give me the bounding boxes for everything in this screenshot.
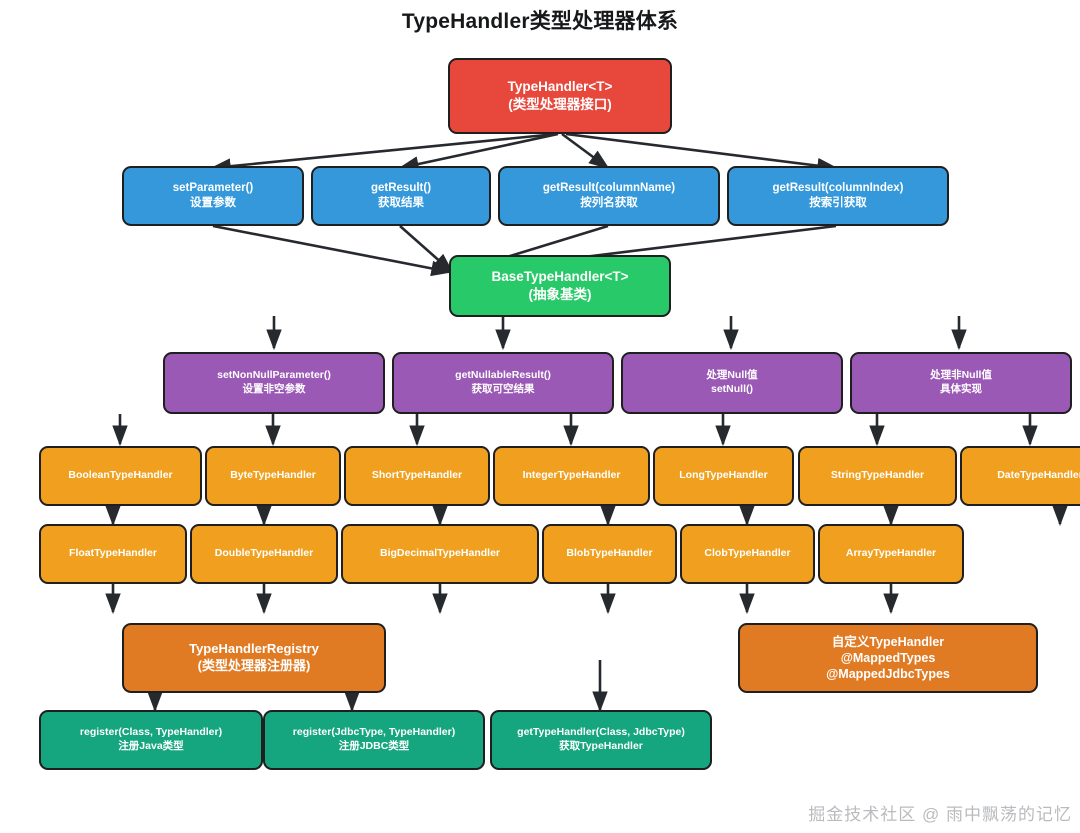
- node-subtitle: 设置非空参数: [242, 383, 306, 395]
- node-getresult-columnname[interactable]: getResult(columnName) 按列名获取: [498, 166, 720, 226]
- node-annotation-mappedjdbctypes: @MappedJdbcTypes: [826, 667, 950, 682]
- node-subtitle: 设置参数: [190, 197, 236, 209]
- node-handle-null-value[interactable]: 处理Null值 setNull(): [621, 352, 843, 414]
- node-title: getNullableResult(): [455, 369, 551, 382]
- node-arraytypehandler[interactable]: ArrayTypeHandler: [818, 524, 964, 584]
- node-title: BigDecimalTypeHandler: [379, 547, 500, 560]
- node-title: StringTypeHandler: [830, 469, 925, 482]
- node-subtitle: (类型处理器接口): [508, 97, 612, 112]
- node-custom-typehandler[interactable]: 自定义TypeHandler @MappedTypes @MappedJdbcT…: [738, 623, 1038, 693]
- node-title: BlobTypeHandler: [566, 547, 653, 560]
- node-longtypehandler[interactable]: LongTypeHandler: [653, 446, 794, 506]
- node-title: LongTypeHandler: [679, 469, 768, 482]
- node-blobtypehandler[interactable]: BlobTypeHandler: [542, 524, 677, 584]
- node-title: setParameter(): [172, 182, 254, 195]
- node-bytetypehandler[interactable]: ByteTypeHandler: [205, 446, 341, 506]
- node-title: getResult(columnIndex): [772, 182, 904, 195]
- node-title: getResult(columnName): [542, 182, 676, 195]
- node-title: getResult(): [370, 182, 432, 195]
- edge-getresult-to-base: [399, 225, 454, 274]
- node-clobtypehandler[interactable]: ClobTypeHandler: [680, 524, 815, 584]
- node-subtitle: 按索引获取: [809, 197, 867, 209]
- node-title: DateTypeHandler: [997, 469, 1080, 482]
- node-shorttypehandler[interactable]: ShortTypeHandler: [344, 446, 490, 506]
- node-title: 处理非Null值: [930, 369, 992, 382]
- node-title: ArrayTypeHandler: [845, 547, 937, 560]
- node-handle-nonnull-value[interactable]: 处理非Null值 具体实现: [850, 352, 1072, 414]
- node-getresult[interactable]: getResult() 获取结果: [311, 166, 491, 226]
- node-subtitle: 具体实现: [940, 383, 982, 395]
- node-title: 处理Null值: [706, 369, 758, 382]
- node-register-class-typehandler[interactable]: register(Class, TypeHandler) 注册Java类型: [39, 710, 263, 770]
- node-stringtypehandler[interactable]: StringTypeHandler: [798, 446, 957, 506]
- edge-root-to-getresult-columnname: [561, 132, 610, 170]
- node-title: ClobTypeHandler: [704, 547, 791, 560]
- node-title: ShortTypeHandler: [371, 469, 463, 482]
- node-integertypehandler[interactable]: IntegerTypeHandler: [493, 446, 650, 506]
- node-subtitle: 获取可空结果: [471, 383, 535, 395]
- node-setnonnullparameter[interactable]: setNonNullParameter() 设置非空参数: [163, 352, 385, 414]
- node-subtitle: 注册JDBC类型: [338, 740, 410, 752]
- node-bigdecimaltypehandler[interactable]: BigDecimalTypeHandler: [341, 524, 539, 584]
- node-getresult-columnindex[interactable]: getResult(columnIndex) 按索引获取: [727, 166, 949, 226]
- node-booleantypehandler[interactable]: BooleanTypeHandler: [39, 446, 202, 506]
- node-setparameter[interactable]: setParameter() 设置参数: [122, 166, 304, 226]
- node-title: register(Class, TypeHandler): [79, 726, 223, 739]
- watermark-text: 掘金技术社区 @ 雨中飘荡的记忆: [808, 805, 1072, 824]
- node-subtitle: 获取结果: [378, 197, 424, 209]
- node-doubletypehandler[interactable]: DoubleTypeHandler: [190, 524, 338, 584]
- node-annotation-mappedtypes: @MappedTypes: [840, 650, 936, 665]
- edge-root-to-getresult: [397, 132, 559, 172]
- edge-root-to-setparameter: [209, 132, 557, 174]
- node-typehandlerregistry[interactable]: TypeHandlerRegistry (类型处理器注册器): [122, 623, 386, 693]
- node-subtitle: (类型处理器注册器): [197, 658, 311, 673]
- page-title: TypeHandler类型处理器体系: [401, 10, 679, 33]
- node-title: TypeHandler<T>: [507, 79, 613, 95]
- node-subtitle: (抽象基类): [528, 287, 592, 302]
- node-title: BooleanTypeHandler: [68, 469, 173, 482]
- node-title: BaseTypeHandler<T>: [491, 269, 629, 285]
- node-datetypehandler[interactable]: DateTypeHandler: [960, 446, 1080, 506]
- node-title: setNonNullParameter(): [217, 369, 331, 382]
- node-title: FloatTypeHandler: [69, 547, 157, 560]
- node-title: IntegerTypeHandler: [522, 469, 621, 482]
- node-title: register(JdbcType, TypeHandler): [292, 726, 456, 739]
- node-subtitle: 获取TypeHandler: [559, 740, 643, 752]
- node-basetypehandler[interactable]: BaseTypeHandler<T> (抽象基类): [449, 255, 671, 317]
- node-subtitle: setNull(): [711, 383, 753, 395]
- node-title: TypeHandlerRegistry: [189, 641, 319, 657]
- node-getnullableresult[interactable]: getNullableResult() 获取可空结果: [392, 352, 614, 414]
- node-title: getTypeHandler(Class, JdbcType): [517, 726, 685, 739]
- edge-setparameter-to-base: [212, 224, 453, 277]
- node-gettypehandler[interactable]: getTypeHandler(Class, JdbcType) 获取TypeHa…: [490, 710, 712, 770]
- node-subtitle: 按列名获取: [580, 197, 638, 209]
- node-subtitle: 注册Java类型: [118, 740, 184, 752]
- node-typehandler-interface[interactable]: TypeHandler<T> (类型处理器接口): [448, 58, 672, 134]
- node-floattypehandler[interactable]: FloatTypeHandler: [39, 524, 187, 584]
- node-title: ByteTypeHandler: [230, 469, 316, 482]
- node-title: DoubleTypeHandler: [214, 547, 314, 560]
- edge-root-to-getresult-columnindex: [565, 132, 839, 174]
- node-register-jdbctype-typehandler[interactable]: register(JdbcType, TypeHandler) 注册JDBC类型: [263, 710, 485, 770]
- node-title: 自定义TypeHandler: [831, 634, 945, 649]
